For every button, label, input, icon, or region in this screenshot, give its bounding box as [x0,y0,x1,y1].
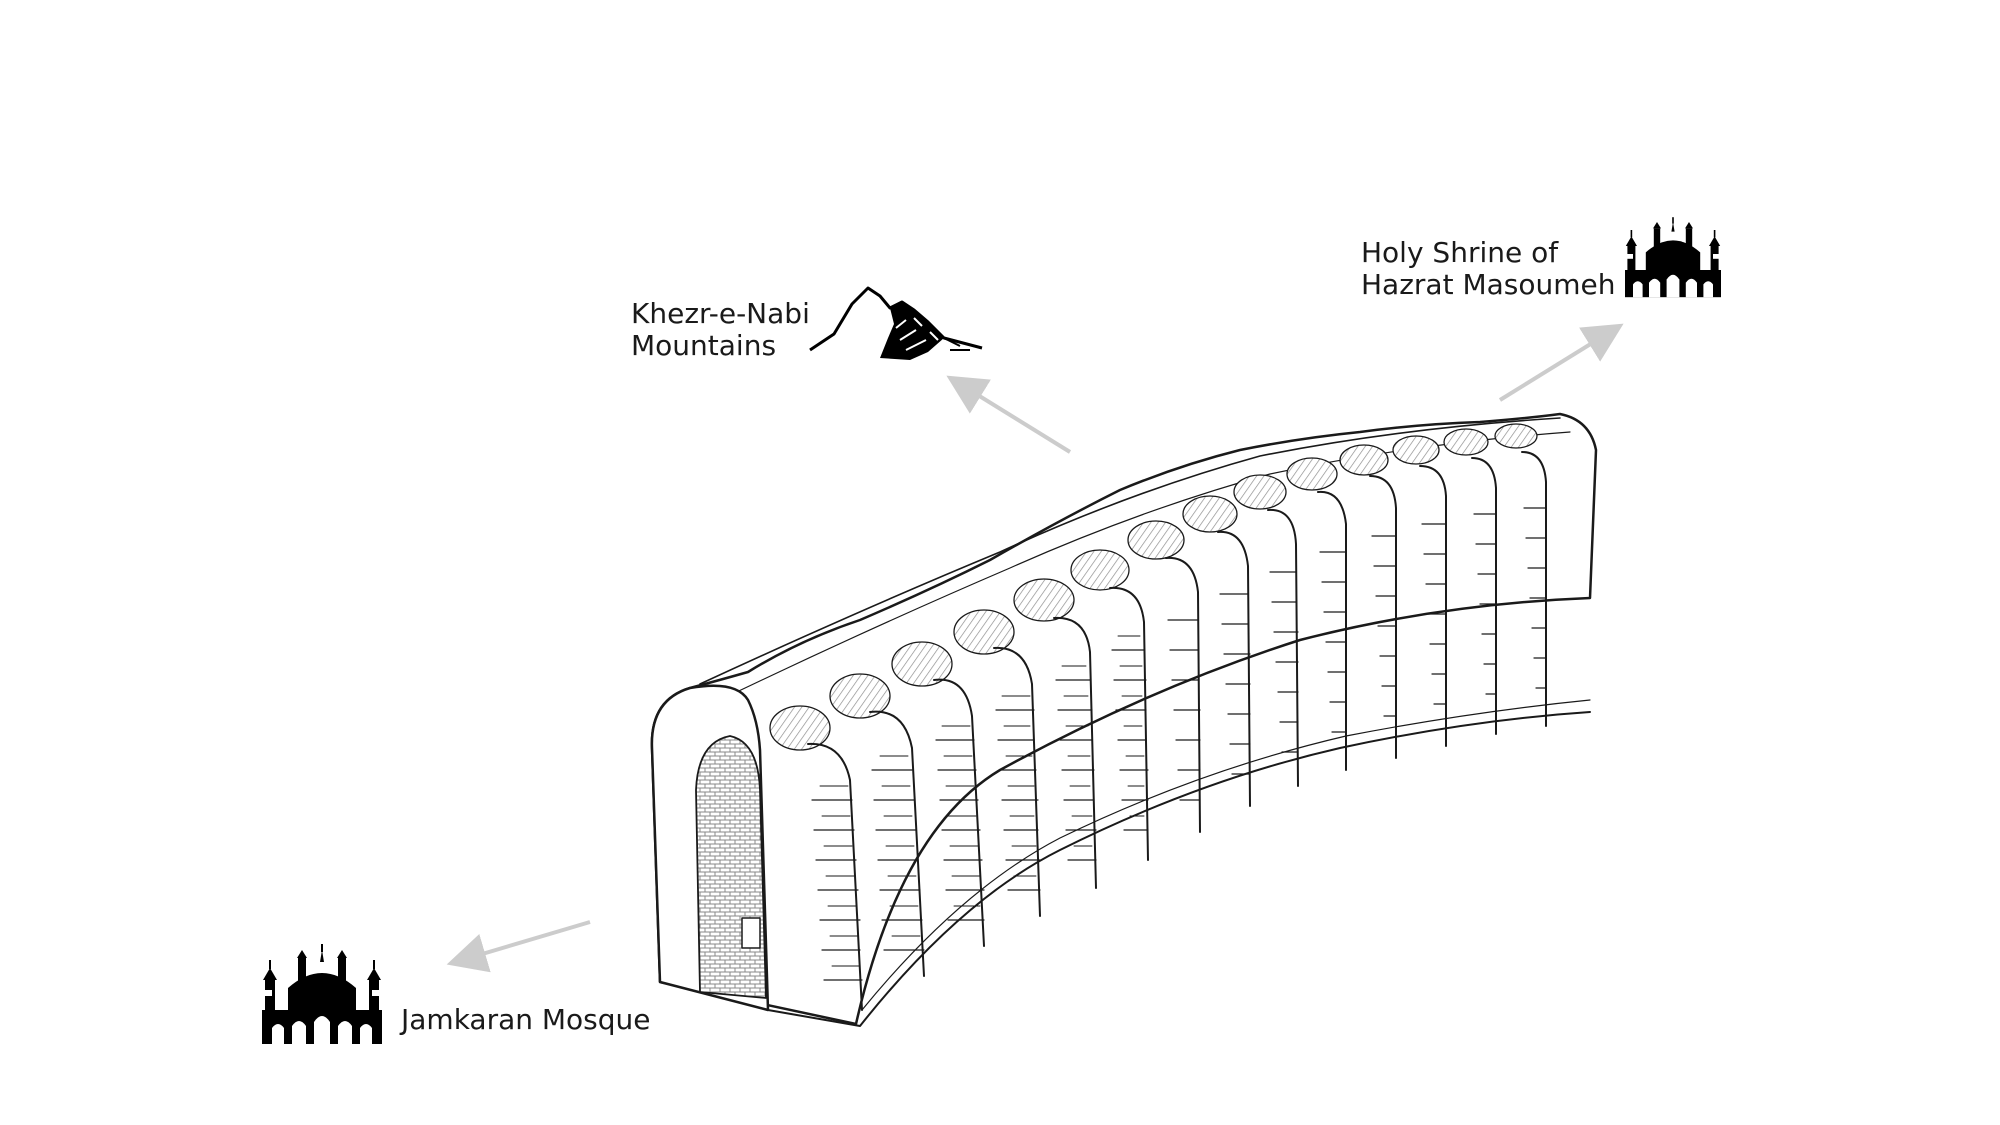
label-khezr-e-nabi-mountains: Khezr-e-Nabi Mountains [631,298,810,362]
building-outline [650,412,1598,1026]
arrow-to-jamkaran [446,920,591,973]
label-shrine-line2: Hazrat Masoumeh [1361,268,1616,301]
label-holy-shrine: Holy Shrine of Hazrat Masoumeh [1361,237,1616,301]
arrow-to-shrine [1498,323,1624,402]
end-arch [695,735,767,999]
shrine-mosque-icon [1625,217,1721,298]
label-jamkaran-mosque: Jamkaran Mosque [401,1004,651,1036]
facade-ribs [807,451,1547,1011]
railings [819,635,1145,967]
arrow-to-mountains [946,375,1072,454]
label-mountains-line1: Khezr-e-Nabi [631,297,810,330]
label-shrine-line1: Holy Shrine of [1361,236,1559,269]
building [650,412,1598,1027]
floor-lines [811,507,1547,981]
label-mountains-line2: Mountains [631,329,777,362]
mountain-icon [809,286,983,360]
ground-edge [767,711,1591,1027]
label-jamkaran-line1: Jamkaran Mosque [401,1003,651,1036]
roof-domes [769,423,1538,751]
jamkaran-mosque-icon [262,944,382,1044]
